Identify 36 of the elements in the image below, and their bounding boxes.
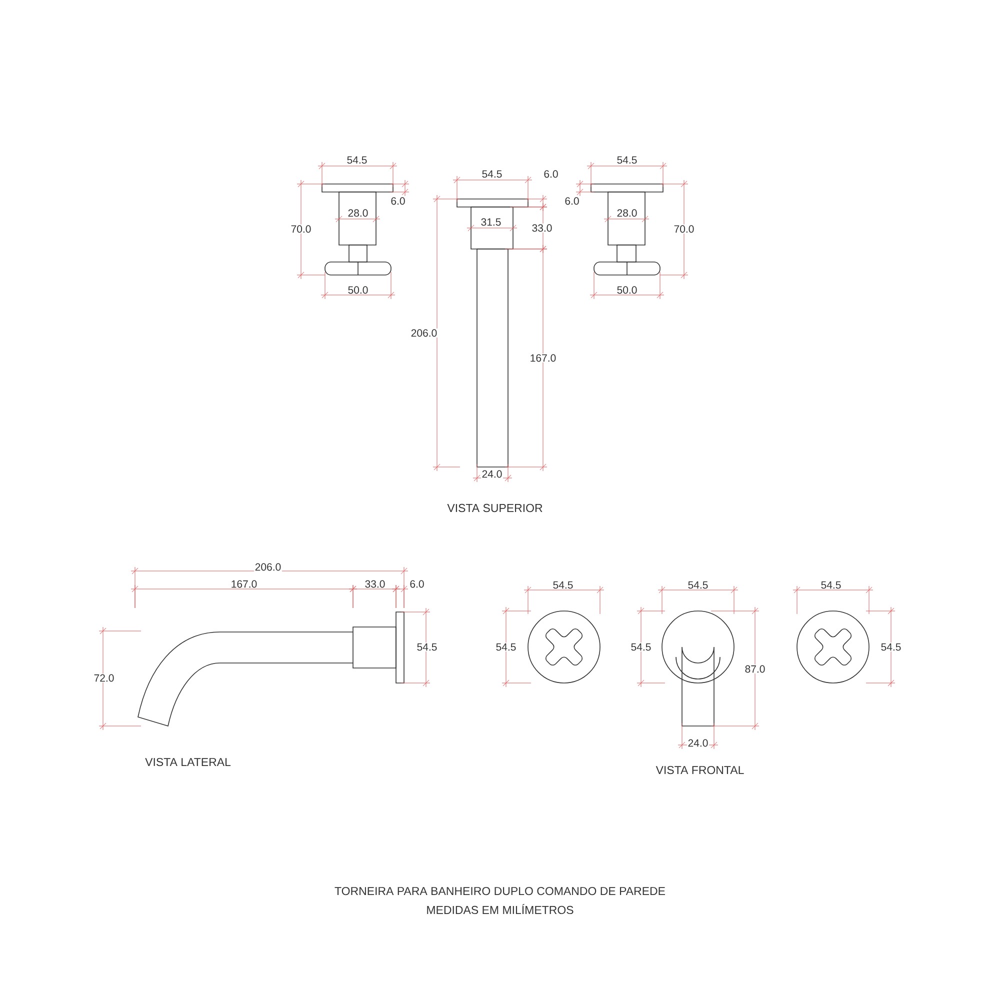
caption-text: MEDIDAS EM MILÍMETROS — [427, 904, 574, 914]
dimension-label: 31.5 — [480, 217, 502, 227]
dimension-label: 50.0 — [616, 285, 638, 295]
dimension-label: 33.0 — [364, 580, 386, 589]
dimension-label: 6.0 — [564, 196, 580, 206]
dimension-label: 54.5 — [880, 642, 902, 652]
dimension-label: 54.5 — [346, 156, 368, 164]
dimension-label: 54.5 — [495, 642, 518, 652]
view-title: VISTA LATERAL — [145, 758, 231, 766]
dimension-label: 50.0 — [347, 285, 370, 295]
dimension-label: 87.0 — [744, 664, 766, 674]
view-title: VISTA FRONTAL — [656, 766, 744, 774]
dimension-label: 70.0 — [290, 224, 312, 234]
dimension-label: 54.5 — [687, 580, 710, 590]
dimension-label: 33.0 — [531, 223, 554, 233]
dimension-label: 6.0 — [408, 580, 426, 589]
dimension-label: 54.5 — [481, 170, 504, 178]
dimension-label: 54.5 — [552, 580, 574, 590]
dimension-label: 28.0 — [616, 208, 638, 218]
caption-text: TORNEIRA PARA BANHEIRO DUPLO COMANDO DE PAREDE — [334, 886, 665, 896]
dimension-label: 6.0 — [390, 196, 406, 206]
dimension-label: 28.0 — [347, 208, 370, 218]
dimension-label: 54.5 — [616, 156, 638, 164]
dimension-label: 6.0 — [542, 169, 560, 179]
dimension-label: 54.5 — [820, 580, 842, 590]
dimension-label: 206.0 — [254, 562, 282, 572]
view-title: VISTA SUPERIOR — [447, 504, 542, 512]
dimension-label: 54.5 — [630, 642, 652, 652]
dimension-label: 206.0 — [410, 328, 438, 338]
dimension-label: 54.5 — [416, 642, 438, 652]
dimension-label: 167.0 — [529, 353, 557, 363]
dimension-label: 24.0 — [481, 469, 504, 479]
dimension-label: 24.0 — [687, 738, 710, 748]
dimension-label: 167.0 — [230, 580, 258, 589]
dimension-label: 70.0 — [673, 224, 696, 234]
dimension-label: 72.0 — [92, 674, 116, 683]
